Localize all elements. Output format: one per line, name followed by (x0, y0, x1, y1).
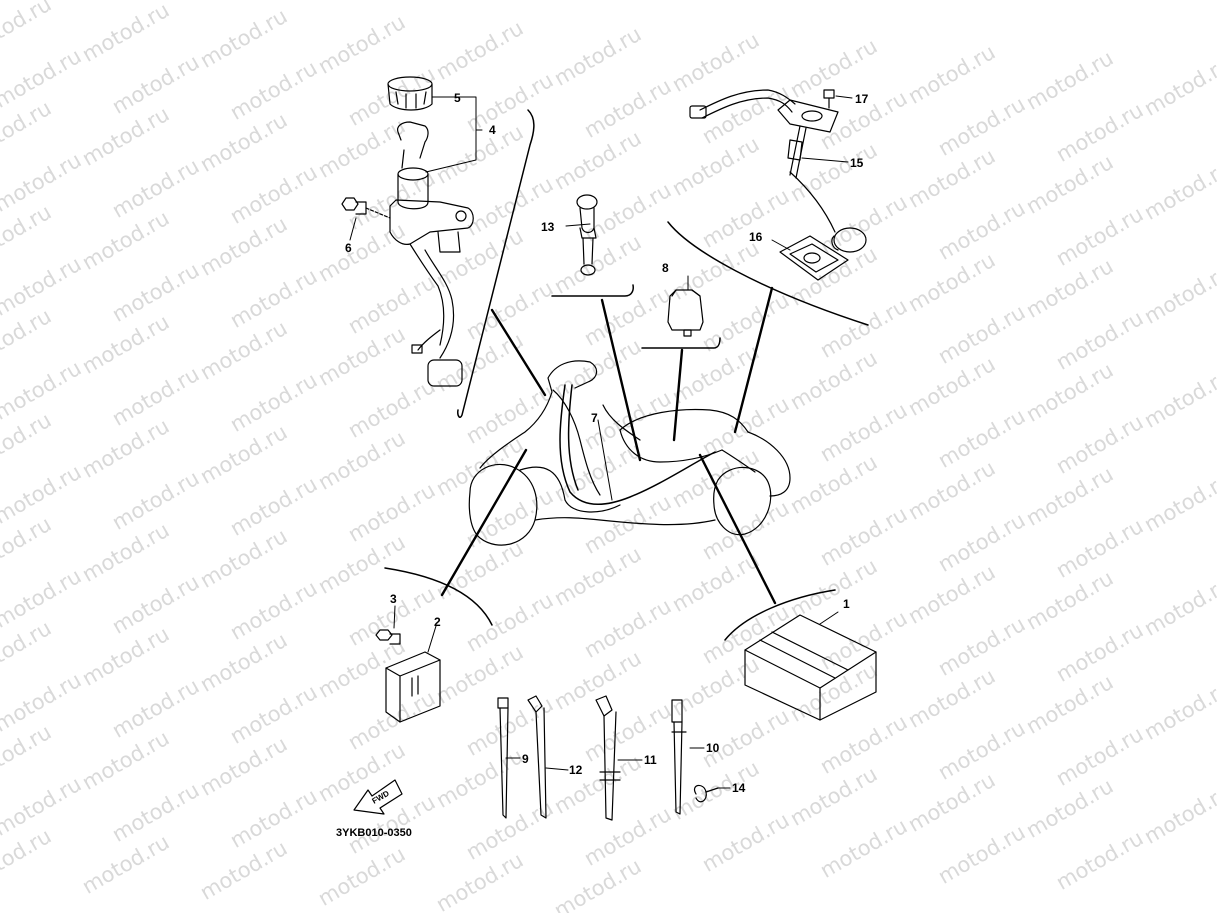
callout-16: 16 (749, 230, 763, 244)
callout-9: 9 (522, 752, 529, 766)
callout-3: 3 (390, 592, 397, 606)
callout-5: 5 (454, 91, 461, 105)
callout-15: 15 (850, 156, 864, 170)
bolt-6 (341, 197, 391, 219)
fwd-arrow-icon (353, 779, 403, 815)
panel-top-right (667, 221, 869, 326)
battery-1 (744, 614, 877, 721)
callout-7: 7 (591, 411, 598, 425)
callout-17: 17 (855, 92, 869, 106)
cable-tie-9 (497, 697, 509, 819)
callout-11: 11 (644, 753, 657, 767)
clip-14 (694, 784, 719, 803)
cable-band-10 (671, 699, 687, 815)
callout-12: 12 (569, 763, 583, 777)
callout-6: 6 (345, 241, 352, 255)
cdi-unit (375, 629, 441, 723)
harness-route (559, 384, 716, 505)
callout-labels: 5 4 6 13 8 7 17 15 16 3 2 1 9 12 11 10 1… (345, 91, 869, 795)
callout-10: 10 (706, 741, 720, 755)
panel-left (457, 109, 535, 418)
fuse-holder-13 (576, 194, 598, 276)
panel-bottom-right (724, 589, 836, 641)
scooter-silhouette (468, 360, 791, 546)
callout-1: 1 (843, 597, 850, 611)
callout-14: 14 (732, 781, 746, 795)
callout-13: 13 (541, 220, 555, 234)
relay-8 (667, 289, 704, 337)
bracket-13 (551, 284, 634, 297)
callout-leaders (349, 95, 853, 789)
leader-lines (440, 286, 777, 605)
fuel-sender-assembly (689, 89, 867, 281)
cable-band-11 (595, 695, 621, 821)
panel-bottom-left (384, 567, 493, 626)
part-code: 3YKB010-0350 (336, 827, 412, 839)
main-switch-assembly (387, 76, 474, 387)
callout-4: 4 (489, 123, 496, 137)
callout-2: 2 (434, 615, 441, 629)
bracket-8 (641, 337, 721, 349)
cable-tie-12 (527, 695, 547, 819)
callout-8: 8 (662, 261, 669, 275)
